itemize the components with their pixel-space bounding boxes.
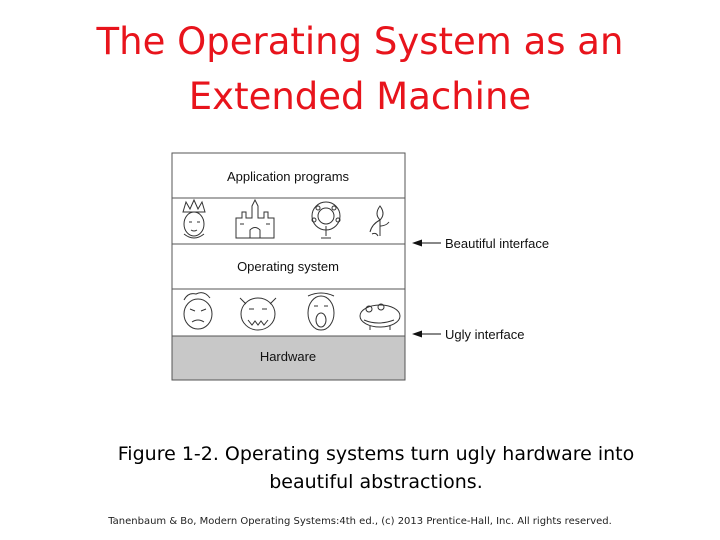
beautiful-interface-label: Beautiful interface xyxy=(445,236,549,251)
ugly-interface-label: Ugly interface xyxy=(445,327,524,342)
slide-title-line2: Extended Machine xyxy=(188,75,532,118)
hardware-layer-label: Hardware xyxy=(260,349,316,364)
beautiful-figures-row xyxy=(171,197,406,245)
figure-caption-line1: Figure 1-2. Operating systems turn ugly … xyxy=(117,443,635,465)
figure-caption-line2: beautiful abstractions. xyxy=(269,471,483,493)
castle-figure-icon xyxy=(235,198,275,239)
ugly-figures-row xyxy=(171,288,406,337)
grumpy-face-icon xyxy=(183,292,213,330)
beautiful-figures xyxy=(182,198,390,239)
ugly-figures xyxy=(183,292,401,331)
hardware-layer-box xyxy=(171,335,406,381)
application-layer-label: Application programs xyxy=(227,169,350,184)
os-layer-box xyxy=(171,243,406,290)
os-layer-label: Operating system xyxy=(237,259,339,274)
screaming-face-icon xyxy=(307,292,335,331)
ugly-interface-arrow xyxy=(412,330,441,338)
peacock-figure-icon xyxy=(311,201,341,239)
queen-figure-icon xyxy=(182,198,206,239)
beautiful-interface-arrow xyxy=(412,239,441,247)
slide-title: The Operating System as an Extended Mach… xyxy=(0,14,720,124)
copyright-footer: Tanenbaum & Bo, Modern Operating Systems… xyxy=(108,516,612,527)
snarling-creature-icon xyxy=(239,297,277,331)
flower-figure-icon xyxy=(369,205,390,237)
figure-caption: Figure 1-2. Operating systems turn ugly … xyxy=(100,440,652,496)
toad-figure-icon xyxy=(359,303,401,330)
slide-title-line1: The Operating System as an xyxy=(96,20,624,63)
